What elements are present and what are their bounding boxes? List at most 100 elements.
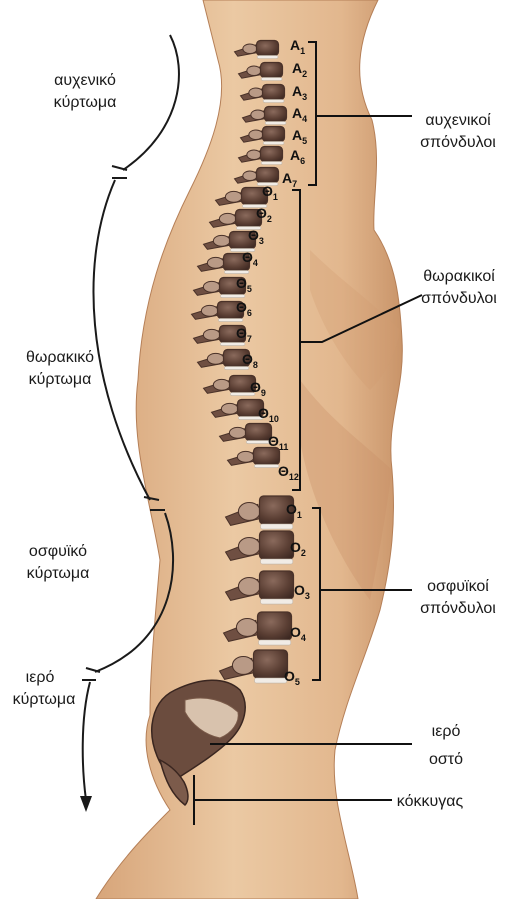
cervical-vertebra-7-body	[257, 168, 279, 183]
thoracic-vertebra-number: 6	[247, 308, 252, 318]
lumbar-curvature-line2: κύρτωμα	[27, 565, 90, 582]
cervical-vertebra-2-disc	[261, 78, 282, 81]
cervical-vertebra-5-disc	[263, 142, 284, 145]
lumbar-curvature-label: οσφυϊκό κύρτωμα	[27, 543, 90, 582]
lumbar-vertebra-5-disc	[255, 678, 287, 683]
lumbar-vertebra-5-body	[254, 650, 288, 678]
thoracic-vertebra-letter: Θ	[236, 299, 247, 315]
cervical-vertebra-letter: Α	[282, 170, 292, 186]
thoracic-vertebra-7-disc	[220, 343, 245, 346]
cervical-vertebrae-line1: αυχενικοί	[425, 112, 491, 129]
cervical-vertebra-number: 6	[300, 156, 305, 166]
thoracic-vertebra-number: 2	[267, 214, 272, 224]
sacral-arc	[83, 682, 90, 800]
lumbar-vertebra-letter: Ο	[286, 501, 297, 517]
thoracic-vertebra-letter: Θ	[258, 405, 269, 421]
lumbar-vertebrae-label: οσφυϊκοί σπόνδυλοι	[420, 578, 496, 617]
cervical-vertebra-4-knob	[251, 110, 265, 120]
cervical-vertebra-letter: Α	[292, 83, 302, 99]
thoracic-vertebrae-line1: θωρακικοί	[423, 268, 495, 285]
thoracic-vertebra-11-knob	[229, 427, 246, 438]
cervical-vertebra-letter: Α	[292, 105, 302, 121]
lumbar-vertebra-2-body	[260, 531, 294, 559]
thoracic-vertebra-letter: Θ	[268, 433, 279, 449]
sacrum-line2: οστό	[429, 751, 463, 768]
cervical-vertebra-5-knob	[249, 130, 263, 140]
thoracic-vertebra-6-knob	[201, 305, 218, 316]
thoracic-vertebra-number: 12	[289, 472, 299, 482]
cervical-vertebrae-label: αυχενικοί σπόνδυλοι	[420, 112, 496, 151]
lumbar-vertebra-3-disc	[261, 599, 293, 604]
thoracic-vertebrae-line2: σπόνδυλοι	[421, 290, 497, 307]
lumbar-vertebrae-line1: οσφυϊκοί	[427, 578, 489, 595]
thoracic-vertebra-number: 3	[259, 236, 264, 246]
thoracic-vertebrae-label: θωρακικοί σπόνδυλοι	[421, 268, 497, 307]
thoracic-vertebra-4-knob	[207, 257, 224, 268]
thoracic-vertebra-9-knob	[213, 379, 230, 390]
cervical-vertebra-3-knob	[249, 88, 263, 98]
thoracic-vertebra-letter: Θ	[262, 183, 273, 199]
thoracic-vertebra-6-disc	[218, 319, 243, 322]
thoracic-vertebra-5-knob	[203, 281, 220, 292]
lumbar-vertebra-letter: Ο	[294, 582, 305, 598]
thoracic-vertebra-letter: Θ	[242, 351, 253, 367]
thoracic-vertebra-number: 7	[247, 334, 252, 344]
cervical-vertebra-6-body	[261, 147, 283, 162]
lumbar-vertebra-number: 4	[301, 633, 306, 643]
thoracic-vertebra-12-knob	[237, 451, 254, 462]
sacrum-line1: ιερό	[432, 723, 461, 740]
sacrum-label: ιερό οστό	[429, 723, 463, 768]
cervical-vertebra-number: 2	[302, 69, 307, 79]
thoracic-curvature-line2: κύρτωμα	[29, 371, 92, 388]
thoracic-vertebra-12-disc	[254, 465, 279, 468]
cervical-vertebra-6-disc	[261, 162, 282, 165]
lumbar-vertebra-2-disc	[261, 559, 293, 564]
thoracic-vertebra-number: 4	[253, 258, 258, 268]
lumbar-vertebra-number: 5	[295, 677, 300, 687]
cervical-vertebra-number: 3	[302, 92, 307, 102]
thoracic-vertebra-number: 9	[261, 388, 266, 398]
cervical-curvature-label: αυχενικό κύρτωμα	[54, 72, 117, 111]
thoracic-vertebra-10-knob	[221, 403, 238, 414]
lumbar-vertebra-3-knob	[238, 577, 260, 595]
lumbar-vertebra-1-disc	[261, 524, 293, 529]
sacral-curvature-label: ιερό κύρτωμα	[13, 669, 76, 708]
thoracic-vertebra-letter: Θ	[278, 463, 289, 479]
cervical-vertebra-2-knob	[247, 66, 261, 76]
thoracic-vertebra-letter: Θ	[250, 379, 261, 395]
cervical-vertebra-1-body	[257, 41, 279, 56]
lumbar-vertebra-4-knob	[236, 618, 258, 636]
cervical-vertebra-4-body	[265, 107, 287, 122]
cervical-vertebra-letter: Α	[290, 147, 300, 163]
coccyx-label: κόκκυγας	[397, 793, 464, 810]
thoracic-vertebra-number: 5	[247, 284, 252, 294]
thoracic-curvature-label: θωρακικό κύρτωμα	[26, 349, 94, 388]
lumbar-vertebra-letter: Ο	[290, 539, 301, 555]
cervical-vertebra-3-body	[263, 85, 285, 100]
thoracic-curvature-line1: θωρακικό	[26, 349, 94, 366]
lumbar-curvature-line1: οσφυϊκό	[29, 543, 87, 560]
cervical-vertebra-6-knob	[247, 150, 261, 160]
curvature-arrowhead	[80, 796, 92, 812]
cervical-vertebrae-line2: σπόνδυλοι	[420, 134, 496, 151]
thoracic-vertebra-8-knob	[207, 353, 224, 364]
thoracic-vertebra-7-knob	[203, 329, 220, 340]
cervical-vertebra-3-disc	[263, 100, 284, 103]
thoracic-vertebra-number: 1	[273, 192, 278, 202]
lumbar-vertebra-5-knob	[232, 656, 254, 674]
thoracic-vertebra-letter: Θ	[236, 275, 247, 291]
cervical-vertebra-number: 1	[300, 46, 305, 56]
lumbar-vertebra-1-knob	[238, 502, 260, 520]
thoracic-vertebra-letter: Θ	[242, 249, 253, 265]
lumbar-vertebra-3-body	[260, 571, 294, 599]
lumbar-vertebra-number: 3	[305, 591, 310, 601]
thoracic-vertebra-4-disc	[224, 271, 249, 274]
cervical-vertebra-1-disc	[257, 56, 278, 59]
cervical-vertebra-2-body	[261, 63, 283, 78]
cervical-vertebra-letter: Α	[290, 37, 300, 53]
thoracic-vertebra-number: 11	[279, 442, 289, 452]
lumbar-vertebra-number: 2	[301, 548, 306, 558]
cervical-vertebra-letter: Α	[292, 60, 302, 76]
thoracic-vertebra-number: 10	[269, 414, 279, 424]
